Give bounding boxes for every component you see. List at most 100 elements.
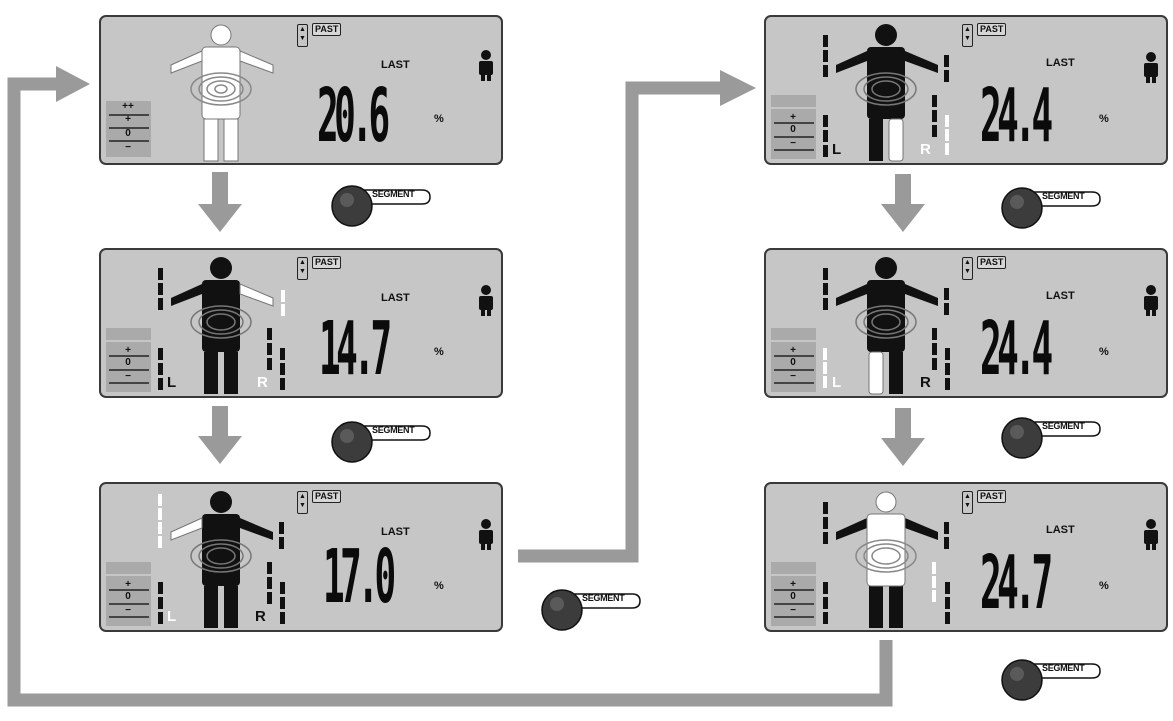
body-figure [836,257,938,394]
percent-label: % [1099,346,1109,358]
segment-bars-highlight [823,348,827,388]
right-label: R [920,374,931,391]
segment-bars [823,268,950,390]
person-icon [1144,285,1158,316]
lcd-panel-4: + 0 − L R ▲▼ PAST LAST 24.4 % [764,15,1168,165]
level-zero: 0 [790,124,796,135]
level-scale [771,95,816,159]
last-label: LAST [381,59,410,71]
reading-value: 20.6 [317,73,390,160]
last-label: LAST [381,526,410,538]
segment-button-label: SEGMENT [1042,663,1085,673]
right-label: R [255,608,266,625]
left-label: L [167,374,177,391]
person-icon [479,50,493,81]
person-icon [1144,519,1158,550]
level-plus: + [790,579,796,590]
highlighted-leg [868,351,884,395]
lcd-panel-2: + 0 − L R ▲▼ PAST LAST 14.7 % [99,248,503,398]
level-plus: + [790,112,796,123]
reading-value: 24.7 [980,540,1053,627]
connector-arrow-head [720,70,756,106]
segment-bars [158,522,285,624]
segment-button[interactable]: SEGMENT [330,418,440,468]
last-label: LAST [381,292,410,304]
segment-button[interactable]: SEGMENT [540,586,650,636]
segment-bars-highlight [158,494,162,548]
last-label: LAST [1046,290,1075,302]
reading-value: 24.4 [980,306,1053,393]
connector-arrow [518,81,722,563]
left-label: L [167,608,177,625]
waves-icon [190,539,252,573]
segment-button-label: SEGMENT [582,593,625,603]
percent-label: % [1099,580,1109,592]
up-down-arrow-icon: ▲▼ [962,491,973,514]
left-label: L [832,374,842,391]
highlighted-arm [170,517,203,541]
down-arrow-2 [198,406,242,464]
level-zero: 0 [790,357,796,368]
waves-icon [190,72,252,106]
reading-value: 17.0 [323,534,396,621]
body-figure [836,24,938,161]
down-arrow-1 [198,172,242,232]
loop-return-arrow [7,77,893,707]
level-scale [771,328,816,392]
up-down-arrow-icon: ▲▼ [962,24,973,47]
up-down-arrow-icon: ▲▼ [297,24,308,47]
level-minus: − [790,138,796,149]
level-scale [106,101,151,157]
reading-value: 24.4 [980,73,1053,160]
segment-bars [158,268,285,390]
person-icon [479,285,493,316]
segment-button[interactable]: SEGMENT [1000,184,1110,234]
percent-label: % [434,346,444,358]
past-label: PAST [312,490,342,503]
level-plusplus: ++ [122,101,134,112]
loop-arrow-head [56,66,90,102]
highlighted-arm [239,283,274,307]
left-label: L [832,141,842,158]
percent-label: % [1099,113,1109,125]
segment-bars-highlight [281,290,285,316]
past-label: PAST [312,256,342,269]
segment-button-label: SEGMENT [1042,421,1085,431]
level-plus: + [790,345,796,356]
past-label: PAST [312,23,342,36]
waves-icon [190,305,252,339]
percent-label: % [434,113,444,125]
right-label: R [920,141,931,158]
lcd-panel-1: ++ + 0 − ▲▼ PAST LAST 20.6 % [99,15,503,165]
segment-button-label: SEGMENT [372,189,415,199]
body-figure [171,257,240,394]
level-minus: − [125,371,131,382]
level-zero: 0 [125,591,131,602]
level-zero: 0 [125,128,131,139]
segment-button-label: SEGMENT [372,425,415,435]
reading-value: 14.7 [319,306,392,393]
right-label: R [257,374,268,391]
level-zero: 0 [125,357,131,368]
up-down-arrow-icon: ▲▼ [297,257,308,280]
past-label: PAST [977,23,1007,36]
up-down-arrow-icon: ▲▼ [297,491,308,514]
last-label: LAST [1046,524,1075,536]
level-scale [106,562,151,626]
body-figure [836,518,938,628]
level-minus: − [125,605,131,616]
person-icon [1144,52,1158,83]
segment-bars [823,502,950,624]
segment-bars-highlight [945,115,949,155]
past-label: PAST [977,490,1007,503]
waves-icon [855,539,917,573]
body-figure [170,24,274,162]
person-icon [479,519,493,550]
percent-label: % [434,580,444,592]
highlighted-leg [888,118,904,162]
lcd-panel-3: + 0 − L R ▲▼ PAST LAST 17.0 % [99,482,503,632]
segment-button[interactable]: SEGMENT [1000,656,1110,706]
segment-button[interactable]: SEGMENT [330,182,440,232]
segment-button-label: SEGMENT [1042,191,1085,201]
segment-button[interactable]: SEGMENT [1000,414,1110,464]
